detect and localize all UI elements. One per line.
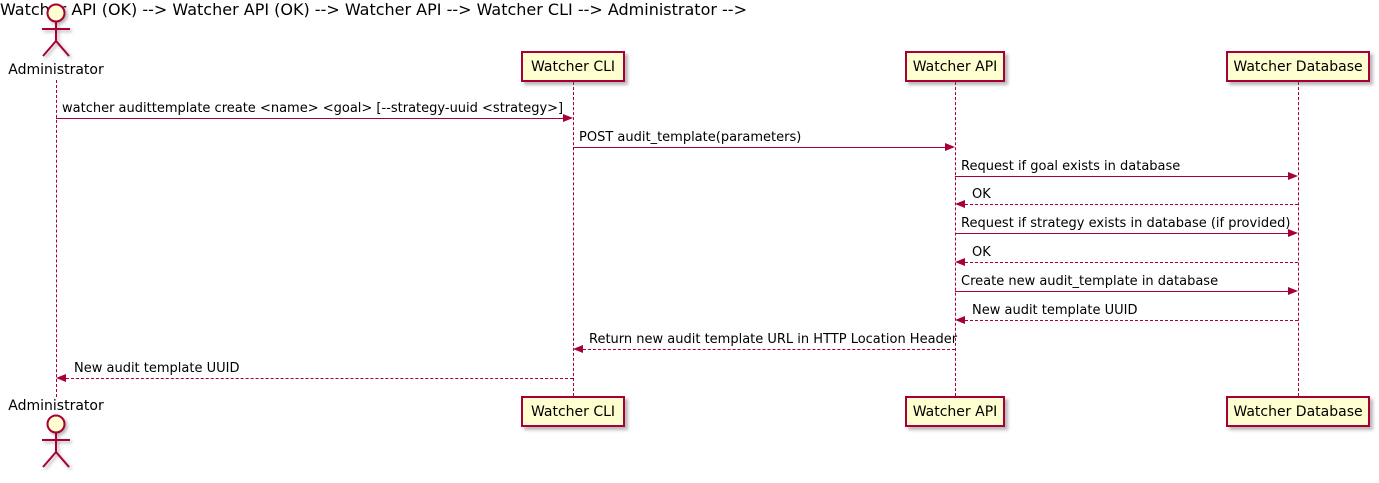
participant-watcher-database-bottom: Watcher Database	[1226, 396, 1370, 427]
actor-name-bottom: Administrator	[8, 398, 104, 414]
message-return-arrow	[965, 262, 1298, 263]
participant-label: Watcher CLI	[530, 403, 616, 420]
message-return-arrow	[66, 378, 573, 379]
actor-icon-top	[42, 3, 70, 57]
arrowhead-left-icon	[955, 200, 965, 208]
actor-icon-bottom	[42, 414, 70, 468]
message-label: Request if strategy exists in database (…	[961, 216, 1291, 231]
message-label: OK	[972, 187, 991, 202]
message-label: Request if goal exists in database	[961, 159, 1181, 174]
message-arrow	[573, 147, 946, 148]
participant-label: Watcher API	[912, 403, 998, 420]
arrowhead-left-icon	[955, 316, 965, 324]
lifeline-watcher-cli	[573, 82, 574, 396]
participant-watcher-api-top: Watcher API	[905, 51, 1005, 82]
message-label: Create new audit_template in database	[961, 274, 1219, 289]
participant-watcher-database-top: Watcher Database	[1226, 51, 1370, 82]
lifeline-watcher-database	[1298, 82, 1299, 396]
message-label: watcher audittemplate create <name> <goa…	[62, 101, 564, 116]
message-arrow	[955, 176, 1289, 177]
participant-watcher-cli-bottom: Watcher CLI	[521, 396, 625, 427]
arrowhead-right-icon	[945, 143, 955, 151]
arrowhead-right-icon	[1288, 172, 1298, 180]
message-arrow	[955, 233, 1289, 234]
lifeline-administrator	[56, 80, 57, 397]
arrowhead-right-icon	[563, 114, 573, 122]
message-return-arrow	[583, 349, 955, 350]
participant-label: Watcher CLI	[530, 58, 616, 75]
arrowhead-left-icon	[56, 374, 66, 382]
participant-label: Watcher API	[912, 58, 998, 75]
message-label: OK	[972, 245, 991, 260]
arrowhead-right-icon	[1288, 229, 1298, 237]
lifeline-watcher-api	[955, 82, 956, 396]
message-arrow	[955, 291, 1289, 292]
message-return-arrow	[965, 320, 1298, 321]
arrowhead-right-icon	[1288, 287, 1298, 295]
arrowhead-left-icon	[573, 345, 583, 353]
message-label: POST audit_template(parameters)	[579, 130, 802, 145]
arrowhead-left-icon	[955, 258, 965, 266]
participant-label: Watcher Database	[1233, 403, 1363, 420]
message-label: New audit template UUID	[74, 361, 240, 376]
participant-watcher-cli-top: Watcher CLI	[521, 51, 625, 82]
participant-watcher-api-bottom: Watcher API	[905, 396, 1005, 427]
participant-label: Watcher Database	[1233, 58, 1363, 75]
message-label: New audit template UUID	[972, 303, 1138, 318]
message-return-arrow	[965, 204, 1298, 205]
message-arrow	[56, 118, 564, 119]
actor-name-top: Administrator	[8, 62, 104, 78]
message-label: Return new audit template URL in HTTP Lo…	[589, 332, 958, 347]
